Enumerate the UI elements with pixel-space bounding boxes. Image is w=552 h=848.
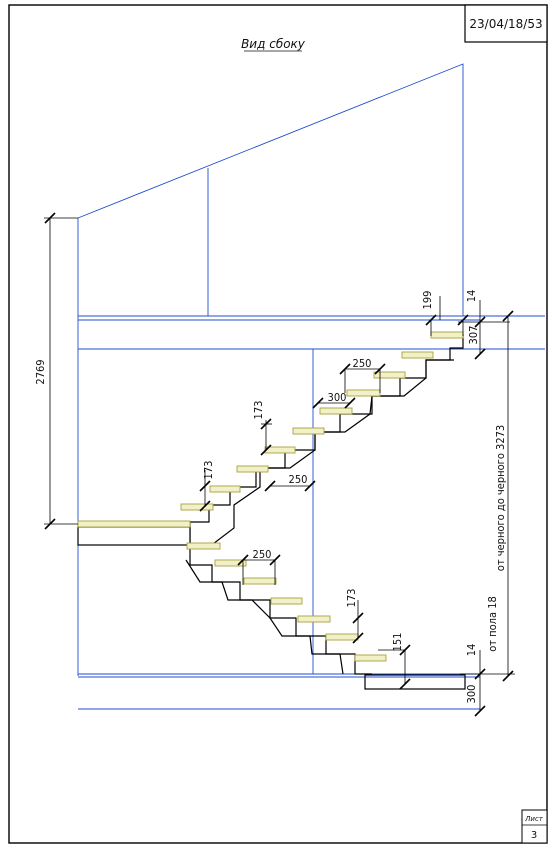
dimension-tick xyxy=(502,310,514,322)
sheet-number: 3 xyxy=(531,830,537,841)
dimension-tick xyxy=(44,518,56,530)
stair-tread xyxy=(373,371,406,379)
dimension-tick xyxy=(237,554,249,566)
dimension-tick xyxy=(260,444,272,456)
bottom-plinth xyxy=(364,674,466,690)
stair-tread xyxy=(270,597,303,605)
dimension-tick xyxy=(474,316,486,328)
stair-tread xyxy=(401,351,434,359)
dimension-labels: 2769 199 14 307 250 300 173 173 250 250 … xyxy=(34,290,507,704)
stair-stringer xyxy=(77,334,466,690)
drawing-code-stamp: 23/04/18/53 xyxy=(464,4,548,43)
stair-tread xyxy=(214,559,247,567)
dimension-ticks xyxy=(44,212,514,717)
stair-tread xyxy=(264,446,296,454)
dimension-tick xyxy=(199,480,211,492)
dim-overall-height: 2769 xyxy=(34,359,47,384)
upper-flight-profile xyxy=(189,334,464,547)
stair-tread xyxy=(346,389,381,397)
dim-total-label: от черного до черного 3273 xyxy=(494,425,507,571)
stair-tread xyxy=(292,427,325,435)
dim-upper-riser-2: 173 xyxy=(202,461,215,480)
dimension-tick xyxy=(264,480,276,492)
drawing-title: Вид сбоку xyxy=(241,37,306,52)
dimension-tick xyxy=(352,612,364,624)
dimension-tick xyxy=(344,397,356,409)
dim-top-gap: 199 xyxy=(421,291,434,310)
stair-tread xyxy=(319,407,353,415)
dimension-tick xyxy=(425,314,437,326)
dimension-tick xyxy=(199,500,211,512)
dim-upper-tread-2: 300 xyxy=(328,391,347,404)
lower-flight-underside xyxy=(185,559,344,675)
dim-bottom-edge: 14 xyxy=(465,644,478,657)
dim-upper-tread-1: 250 xyxy=(353,357,372,370)
stair-tread xyxy=(325,633,359,641)
dim-lower-tread: 250 xyxy=(253,548,272,561)
dim-floor-label: от пола 18 xyxy=(486,596,499,652)
dim-lower-riser: 173 xyxy=(345,589,358,608)
sheet-label: Лист xyxy=(524,815,544,823)
sheet-frame xyxy=(8,4,548,844)
dimension-tick xyxy=(399,644,411,656)
dim-bottom-riser: 151 xyxy=(391,633,404,652)
dimension-tick xyxy=(269,554,281,566)
view-title: Вид сбоку xyxy=(241,37,306,51)
dimension-tick xyxy=(399,678,411,690)
drawing-code: 23/04/18/53 xyxy=(469,17,542,31)
landing-block xyxy=(77,526,191,546)
dim-top-riser: 307 xyxy=(467,326,480,345)
stair-tread xyxy=(354,654,387,662)
dim-upper-riser-1: 173 xyxy=(252,401,265,420)
stair-tread xyxy=(77,520,191,528)
dimension-lines xyxy=(44,217,515,711)
upper-flight-underside xyxy=(208,359,454,548)
dim-bottom-offset: 300 xyxy=(465,685,478,704)
dimension-tick xyxy=(44,212,56,224)
stair-tread xyxy=(186,542,221,550)
structure-outline xyxy=(77,63,545,710)
dimension-tick xyxy=(474,705,486,717)
sheet-number-box: Лист 3 xyxy=(521,809,548,844)
dimension-tick xyxy=(474,668,486,680)
dim-landing-tread: 250 xyxy=(289,473,308,486)
dimension-tick xyxy=(312,397,324,409)
dimension-tick xyxy=(502,670,514,682)
dimension-tick xyxy=(474,348,486,360)
dimension-tick xyxy=(352,632,364,644)
dimension-tick xyxy=(374,363,386,375)
stair-tread xyxy=(297,615,331,623)
dim-top-edge: 14 xyxy=(465,290,478,303)
stair-tread xyxy=(243,577,277,585)
stair-tread xyxy=(180,503,214,511)
roof-slope xyxy=(77,63,464,316)
dimension-tick xyxy=(339,363,351,375)
dimension-tick xyxy=(260,418,272,430)
stair-tread xyxy=(430,331,464,339)
stair-tread xyxy=(209,485,241,493)
dimension-tick xyxy=(457,314,469,326)
dimension-tick xyxy=(304,480,316,492)
stair-tread xyxy=(236,465,269,473)
